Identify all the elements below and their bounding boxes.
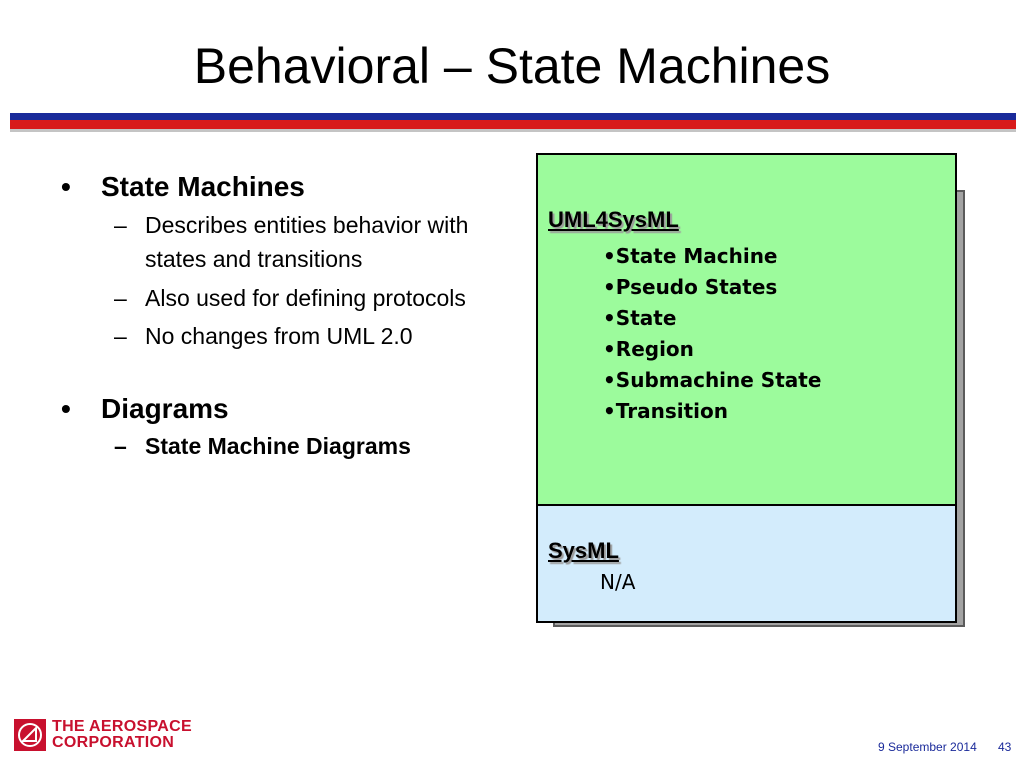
bullet-label: Diagrams: [101, 392, 229, 424]
uml4sysml-heading: UML4SysML: [548, 207, 679, 232]
bullet-glyph: •: [61, 171, 71, 202]
aerospace-logo: THE AEROSPACE CORPORATION: [14, 719, 192, 751]
logo-wordmark: THE AEROSPACE CORPORATION: [52, 719, 192, 751]
footer-date: 9 September 2014: [878, 740, 977, 754]
list-item-text: State Machine: [615, 244, 778, 268]
dash-glyph: –: [114, 323, 127, 350]
logo-line-1: THE AEROSPACE: [52, 718, 192, 735]
list-item-text: Pseudo States: [615, 275, 778, 299]
spacer: [56, 354, 506, 392]
sub-bullet-text: State Machine Diagrams: [145, 433, 411, 460]
bullet-glyph: •: [603, 399, 616, 423]
list-item: •Submachine State: [603, 365, 821, 396]
sub-bullet-text: Also used for defining protocols: [145, 284, 466, 311]
logo-line-2: CORPORATION: [52, 734, 175, 751]
uml4sysml-list: •State Machine •Pseudo States •State •Re…: [603, 241, 821, 427]
header-stripe-red: [10, 120, 1016, 129]
bullet-glyph: •: [603, 275, 616, 299]
list-item: •State: [603, 303, 821, 334]
list-item-text: Region: [615, 337, 694, 361]
sysml-panel: UML4SysML •State Machine •Pseudo States …: [536, 153, 957, 623]
dash-glyph: –: [114, 211, 127, 238]
sub-bullet: – Describes entities behavior with state…: [56, 208, 506, 277]
sub-bullet-text: No changes from UML 2.0: [145, 323, 413, 350]
aerospace-logo-icon: [14, 719, 46, 751]
bullet-glyph: •: [61, 392, 71, 424]
slide-title: Behavioral – State Machines: [193, 38, 831, 94]
bullet-list: • State Machines – Describes entities be…: [56, 170, 506, 464]
list-item-text: State: [615, 306, 677, 330]
bullet-state-machines: • State Machines: [56, 170, 506, 204]
dash-glyph: –: [114, 284, 127, 311]
page-number: 43: [998, 740, 1012, 754]
sub-bullet: – Also used for defining protocols: [56, 281, 506, 316]
list-item: •Region: [603, 334, 821, 365]
sub-bullet: – State Machine Diagrams: [56, 429, 506, 464]
sub-bullet-text: Describes entities behavior with states …: [145, 211, 469, 273]
bullet-glyph: •: [603, 306, 616, 330]
bullet-label: State Machines: [101, 171, 305, 202]
list-item: •Transition: [603, 396, 821, 427]
header-stripe-blue: [10, 113, 1016, 120]
bullet-glyph: •: [603, 244, 616, 268]
uml4sysml-box: UML4SysML •State Machine •Pseudo States …: [538, 155, 955, 506]
bullet-glyph: •: [603, 337, 616, 361]
sysml-value: N/A: [600, 570, 636, 594]
list-item: •Pseudo States: [603, 272, 821, 303]
sub-bullet: – No changes from UML 2.0: [56, 319, 506, 354]
sysml-heading: SysML: [548, 538, 619, 563]
list-item-text: Transition: [615, 399, 728, 423]
header-stripe-gray: [10, 129, 1016, 132]
list-item-text: Submachine State: [615, 368, 822, 392]
bullet-glyph: •: [603, 368, 616, 392]
list-item: •State Machine: [603, 241, 821, 272]
sysml-box: SysML N/A: [538, 506, 955, 621]
bullet-diagrams: • Diagrams: [56, 392, 506, 426]
dash-glyph: –: [114, 433, 127, 460]
